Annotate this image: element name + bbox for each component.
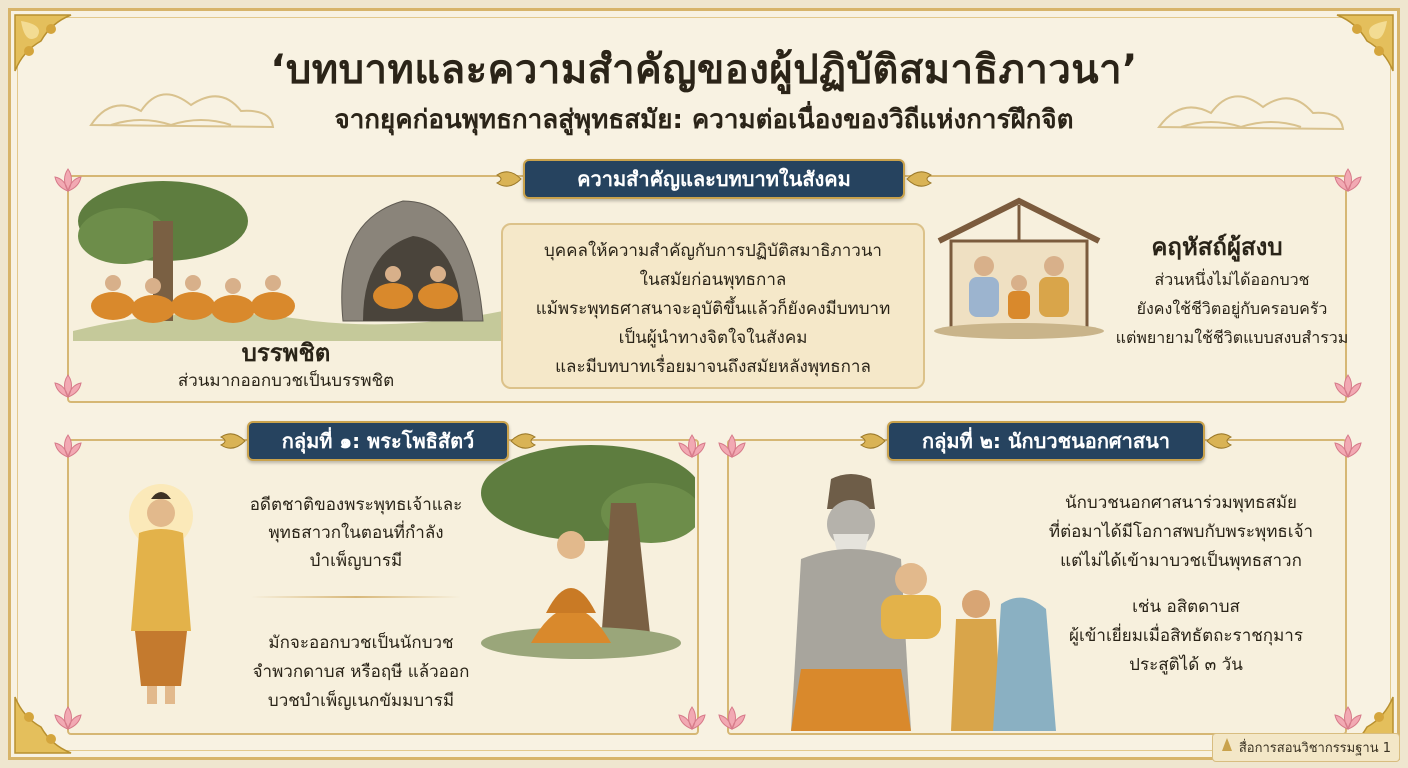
lotus-icon [718,434,746,458]
lotus-icon [54,374,82,398]
lotus-icon [54,168,82,192]
lotus-icon [678,706,706,730]
bodhisattva-figure-illustration [129,484,193,704]
banner-group-2: กลุ่มที่ ๒: นักบวชนอกศาสนา [860,421,1232,461]
text-line: ผู้เข้าเยี่ยมเมื่อสิทธัตถะราชกุมาร [1069,626,1303,646]
lotus-icon [718,706,746,730]
banner-label: กลุ่มที่ ๒: นักบวชนอกศาสนา [922,429,1170,453]
center-text-box: บุคคลให้ความสำคัญกับการปฏิบัติสมาธิภาวนา… [501,223,925,389]
text-line: ส่วนหนึ่งไม่ได้ออกบวช [1154,270,1310,289]
text-line: พุทธสาวกในตอนที่กำลัง [268,523,444,543]
family-house-illustration [934,197,1104,339]
lotus-icon [1334,374,1362,398]
group1-paragraph-1: อดีตชาติของพระพุทธเจ้าและ พุทธสาวกในตอนท… [211,491,501,575]
text-line: ที่ต่อมาได้มีโอกาสพบกับพระพุทธเจ้า [1048,522,1314,542]
monks-meditating-illustration [73,181,503,341]
footer-credit: สื่อการสอนวิชากรรมฐาน 1 [1211,733,1400,762]
meditator-under-tree-illustration [481,445,695,659]
text-line: บวชบำเพ็ญเนกขัมมบารมี [267,691,455,711]
lotus-icon [54,434,82,458]
ascetic-with-prince-illustration [791,474,1056,731]
text-line: มักจะออกบวชเป็นนักบวช [268,633,454,653]
text-line: แต่ไม่ได้เข้ามาบวชเป็นพุทธสาวก [1060,551,1302,571]
group1-paragraph-2: มักจะออกบวชเป็นนักบวช จำพวกดาบส หรือฤษี … [211,629,511,716]
group2-paragraph-2: เช่น อสิตดาบส ผู้เข้าเยี่ยมเมื่อสิทธัตถะ… [1051,593,1321,680]
section-heading-laypeople: คฤหัสถ์ผู้สงบ [1151,233,1283,261]
lotus-icon [1334,434,1362,458]
group2-paragraph-1: นักบวชนอกศาสนาร่วมพุทธสมัย ที่ต่อมาได้มี… [1031,489,1331,576]
text-line: จำพวกดาบส หรือฤษี แล้วออก [252,662,470,682]
page-frame: ‘บทบาทและความสำคัญของผู้ปฏิบัติสมาธิภาวน… [8,8,1400,760]
ornament-icon [220,433,246,449]
ornament-icon [1206,433,1232,449]
stupa-icon [1221,738,1232,751]
page-subtitle: จากยุคก่อนพุทธกาลสู่พุทธสมัย: ความต่อเนื… [334,105,1074,135]
banner-group-1: กลุ่มที่ ๑: พระโพธิสัตว์ [220,421,536,461]
ornament-icon [510,433,536,449]
banner-social-role: ความสำคัญและบทบาทในสังคม [496,159,932,199]
text-line: เช่น อสิตดาบส [1132,597,1240,617]
cloud-icon [89,93,275,129]
cloud-icon [1157,95,1345,131]
footer-label: สื่อการสอนวิชากรรมฐาน 1 [1238,741,1391,756]
text-line: บุคคลให้ความสำคัญกับการปฏิบัติสมาธิภาวนา [544,241,882,261]
laypeople-description: ส่วนหนึ่งไม่ได้ออกบวช ยังคงใช้ชีวิตอยู่ก… [1087,265,1377,352]
text-line: นักบวชนอกศาสนาร่วมพุทธสมัย [1064,493,1297,513]
caption-monastics: ส่วนมากออกบวชเป็นบรรพชิต [177,371,395,391]
corner-ornament-icon [14,14,72,72]
text-line: แต่พยายามใช้ชีวิตแบบสงบสำรวม [1115,328,1349,347]
corner-ornament-icon [14,696,72,754]
text-line: ประสูติได้ ๓ วัน [1129,655,1243,675]
banner-label: ความสำคัญและบทบาทในสังคม [577,167,851,191]
text-line: แม้พระพุทธศาสนาจะอุบัติขึ้นแล้วก็ยังคงมี… [535,299,891,319]
ornament-icon [906,171,932,187]
banner-label: กลุ่มที่ ๑: พระโพธิสัตว์ [281,429,475,453]
section-heading-monastics: บรรพชิต [241,339,331,367]
ornament-icon [496,171,522,187]
divider [251,596,461,598]
text-line: บำเพ็ญบารมี [309,551,403,571]
lotus-icon [1334,706,1362,730]
text-line: อดีตชาติของพระพุทธเจ้าและ [249,495,463,515]
text-line: และมีบทบาทเรื่อยมาจนถึงสมัยหลังพุทธกาล [555,357,871,377]
lotus-icon [1334,168,1362,192]
lotus-icon [678,434,706,458]
text-line: ในสมัยก่อนพุทธกาล [639,270,787,290]
ornament-icon [860,433,886,449]
corner-ornament-icon [1336,14,1394,72]
text-line: ยังคงใช้ชีวิตอยู่กับครอบครัว [1136,299,1328,318]
text-line: เป็นผู้นำทางจิตใจในสังคม [618,328,808,348]
lotus-icon [54,706,82,730]
page-title: ‘บทบาทและความสำคัญของผู้ปฏิบัติสมาธิภาวน… [270,47,1138,93]
